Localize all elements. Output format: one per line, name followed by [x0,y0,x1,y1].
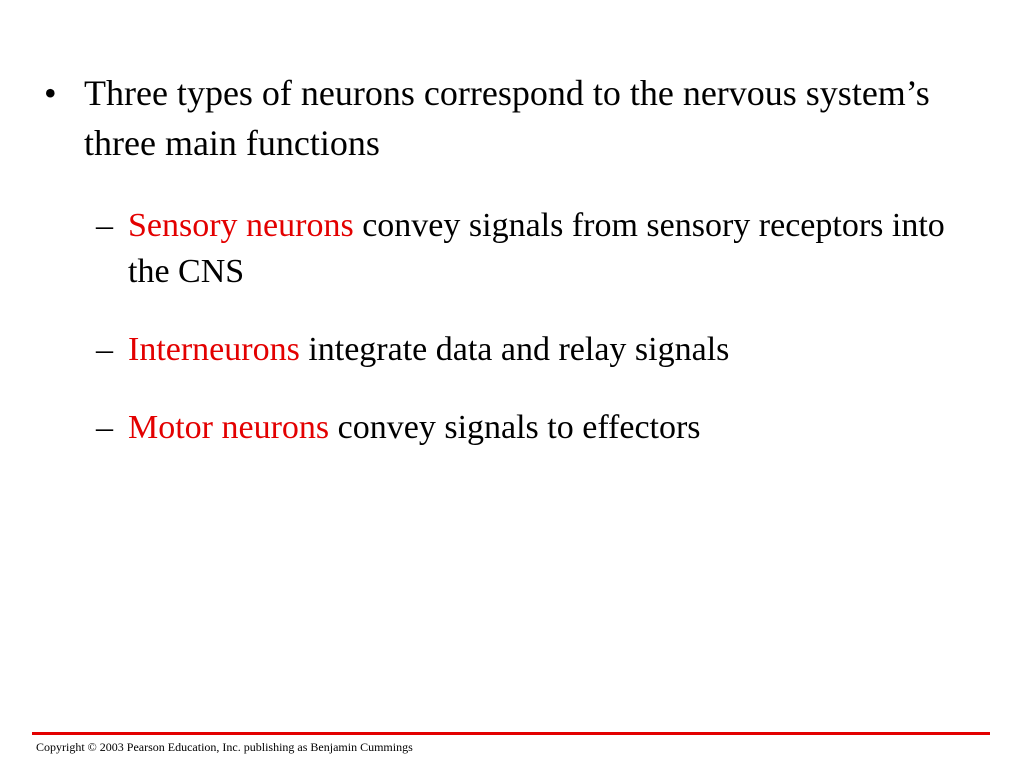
footer-divider [32,732,990,735]
dash-marker: – [96,409,113,446]
highlighted-term: Interneurons [128,331,300,368]
sub-bullet-text: integrate data and relay signals [299,331,730,368]
highlighted-term: Sensory neurons [128,207,354,244]
dash-marker: – [96,331,113,368]
main-bullet: • Three types of neurons correspond to t… [44,68,944,168]
sub-bullet-list: – Sensory neurons convey signals from se… [96,203,976,483]
highlighted-term: Motor neurons [128,409,330,446]
bullet-marker: • [44,73,57,113]
sub-bullet-text: convey signals to effectors [329,409,701,446]
copyright-footer: Copyright © 2003 Pearson Education, Inc.… [36,740,413,754]
sub-bullet-text: convey signals from sensory receptors in… [128,207,945,290]
dash-marker: – [96,207,113,244]
sub-bullet-sensory: – Sensory neurons convey signals from se… [96,203,976,295]
sub-bullet-motor: – Motor neurons convey signals to effect… [96,405,976,451]
sub-bullet-interneurons: – Interneurons integrate data and relay … [96,327,976,373]
main-bullet-text: Three types of neurons correspond to the… [84,73,930,163]
